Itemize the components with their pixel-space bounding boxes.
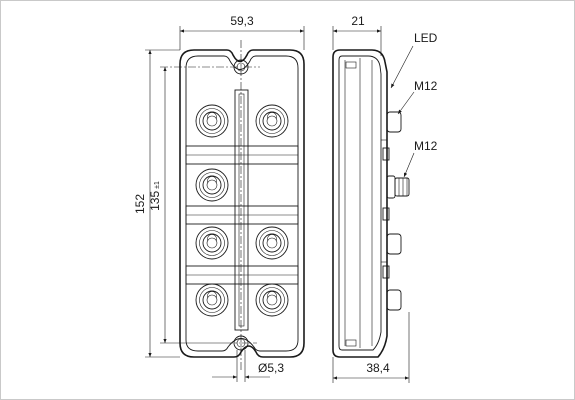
- dim-depth-bottom-label: 38,4: [366, 361, 390, 375]
- dimension-depth-bottom: 38,4: [332, 312, 410, 383]
- callout-led-label: LED: [414, 31, 438, 45]
- dimension-depth-top: 21: [332, 14, 382, 56]
- dim-hole-pitch-label: 135: [148, 191, 162, 211]
- m12-port: [195, 104, 229, 138]
- dimension-hole-pitch: 135±1: [148, 67, 225, 344]
- dim-depth-top-label: 21: [351, 14, 365, 28]
- svg-text:135±1: 135±1: [148, 181, 162, 211]
- side-connectors: [381, 111, 410, 311]
- center-rail: [234, 89, 249, 331]
- side-connector-cap: [386, 111, 402, 133]
- m12-port: [195, 283, 229, 317]
- m12-port: [195, 226, 229, 260]
- side-connector-m12-cable: [386, 175, 396, 199]
- dim-hole-pitch-tolerance: ±1: [154, 181, 161, 189]
- housing-outline: [179, 49, 305, 358]
- side-connector-cap: [386, 289, 402, 311]
- callout-m12-lower: M12: [403, 139, 438, 178]
- dimension-width-front: 59,3: [179, 14, 305, 50]
- callout-m12-upper: M12: [397, 79, 438, 115]
- side-housing-outline: [332, 49, 388, 358]
- dimension-hole-diameter: Ø5,3: [212, 350, 284, 382]
- dim-hole-diameter-label: Ø5,3: [258, 361, 284, 375]
- dim-height-total-label: 152: [133, 194, 147, 214]
- side-view: [332, 49, 410, 358]
- dim-width-front-label: 59,3: [230, 14, 254, 28]
- m12-port: [195, 168, 229, 202]
- dimension-height-total: 152: [133, 49, 180, 358]
- front-view: [160, 40, 305, 372]
- callout-m12-upper-label: M12: [414, 79, 438, 93]
- housing-ribs: [185, 145, 299, 285]
- side-connector-cap: [386, 233, 402, 255]
- m12-port: [255, 104, 289, 138]
- callout-m12-lower-label: M12: [414, 139, 438, 153]
- callout-led: LED: [390, 31, 438, 89]
- m12-port: [255, 226, 289, 260]
- m12-port: [255, 283, 289, 317]
